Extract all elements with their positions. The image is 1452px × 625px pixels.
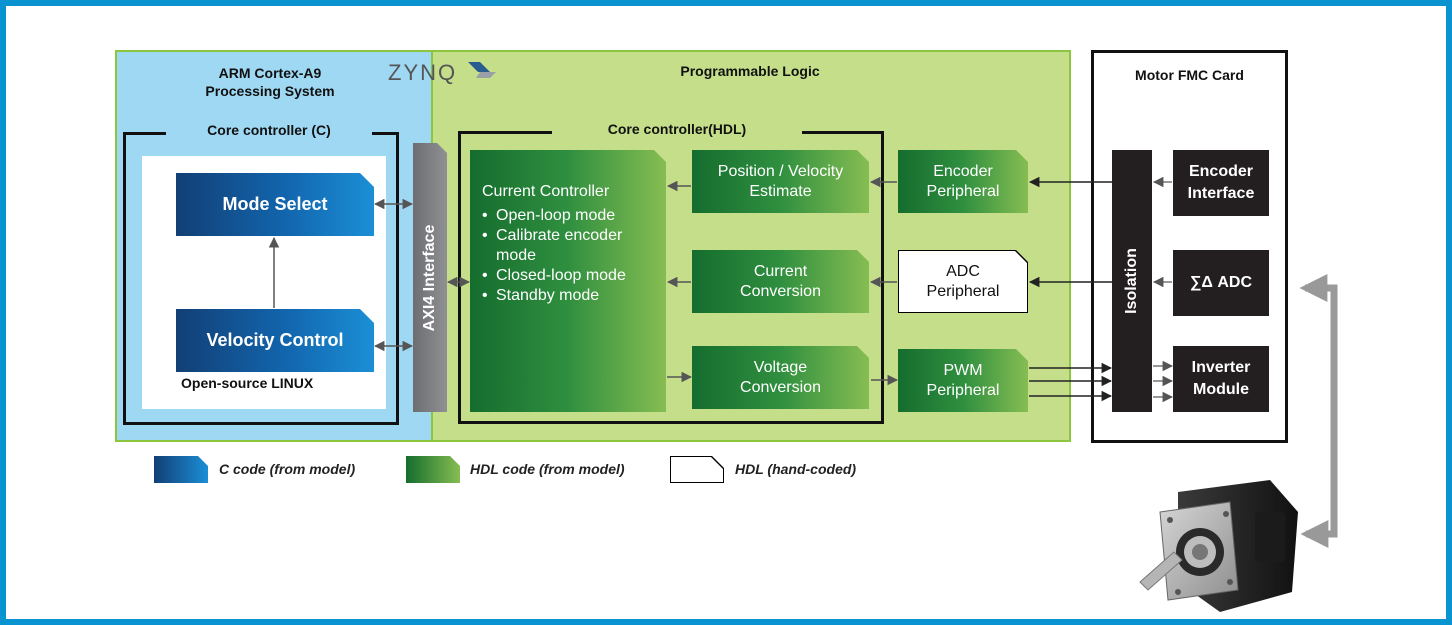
inverter-module-line1: Inverter (1191, 359, 1251, 376)
mode-select-block: Mode Select (176, 173, 374, 236)
isolation-bar: Isolation (1112, 150, 1152, 412)
voltage-conversion-line2: Conversion (740, 378, 821, 396)
encoder-interface-line1: Encoder (1188, 163, 1253, 180)
current-controller-title: Current Controller (482, 183, 610, 200)
pwm-peripheral-block: PWM Peripheral (898, 349, 1028, 412)
processing-system-title-line2: Processing System (205, 83, 335, 99)
adc-peripheral-block: ADC Peripheral (898, 250, 1028, 313)
motor-link-arrow (1299, 274, 1338, 548)
programmable-logic-title: Programmable Logic (680, 63, 820, 79)
current-controller-block: Current Controller Open-loop mode Calibr… (470, 150, 666, 412)
legend-hdl-hand-swatch-inner (671, 457, 723, 482)
legend-hdl-hand-swatch (670, 456, 724, 483)
velocity-control-block: Velocity Control (176, 309, 374, 372)
current-controller-modes: Open-loop mode Calibrate encoder mode Cl… (482, 206, 656, 306)
motor-fmc-card-title: Motor FMC Card (1135, 67, 1244, 83)
legend-hdl-model-swatch (406, 456, 460, 483)
voltage-conversion-block: Voltage Conversion (692, 346, 869, 409)
inverter-module-line2: Module (1193, 381, 1249, 398)
pwm-peripheral-line2: Peripheral (926, 381, 1000, 399)
zynq-logo-icon: ZYNQ (388, 60, 498, 90)
legend-hdl-hand-label: HDL (hand-coded) (735, 461, 857, 477)
core-controller-c-title: Core controller (C) (166, 122, 372, 138)
os-label: Open-source LINUX (181, 375, 314, 391)
processing-system-title-line1: ARM Cortex-A9 (218, 65, 322, 81)
sigma-delta-adc-block: ∑Δ ADC (1173, 250, 1269, 316)
current-conversion-block: Current Conversion (692, 250, 869, 313)
adc-peripheral-line1: ADC (946, 262, 980, 280)
mode-item: Standby mode (482, 286, 656, 306)
legend-c-code-label: C code (from model) (219, 461, 356, 477)
axi4-interface-bar: AXI4 Interface (413, 143, 447, 412)
processing-system-title: ARM Cortex-A9 Processing System (170, 64, 370, 100)
stepper-motor-icon (1139, 480, 1298, 612)
encoder-interface-block: Encoder Interface (1173, 150, 1269, 216)
encoder-peripheral-block: Encoder Peripheral (898, 150, 1028, 213)
position-velocity-line2: Estimate (749, 182, 812, 200)
encoder-peripheral-line1: Encoder (933, 162, 993, 180)
current-conversion-line2: Conversion (740, 282, 821, 300)
position-velocity-estimate-block: Position / Velocity Estimate (692, 150, 869, 213)
adc-peripheral-inner: ADC Peripheral (899, 251, 1027, 312)
legend-hdl-model-label: HDL code (from model) (470, 461, 625, 477)
core-controller-hdl-title: Core controller(HDL) (552, 121, 802, 137)
adc-peripheral-line2: Peripheral (926, 282, 1000, 300)
zynq-logo-mark (468, 62, 496, 78)
zynq-logo-text: ZYNQ (388, 60, 458, 85)
mode-item: Calibrate encoder mode (482, 226, 656, 266)
encoder-peripheral-line2: Peripheral (926, 182, 1000, 200)
legend-c-code-swatch (154, 456, 208, 483)
mode-item: Closed-loop mode (482, 266, 636, 286)
pwm-peripheral-line1: PWM (943, 361, 983, 379)
voltage-conversion-line1: Voltage (753, 358, 808, 376)
inverter-module-block: Inverter Module (1173, 346, 1269, 412)
mode-item: Open-loop mode (482, 206, 656, 226)
encoder-interface-line2: Interface (1187, 185, 1255, 202)
current-conversion-line1: Current (753, 262, 808, 280)
position-velocity-line1: Position / Velocity (717, 162, 844, 180)
